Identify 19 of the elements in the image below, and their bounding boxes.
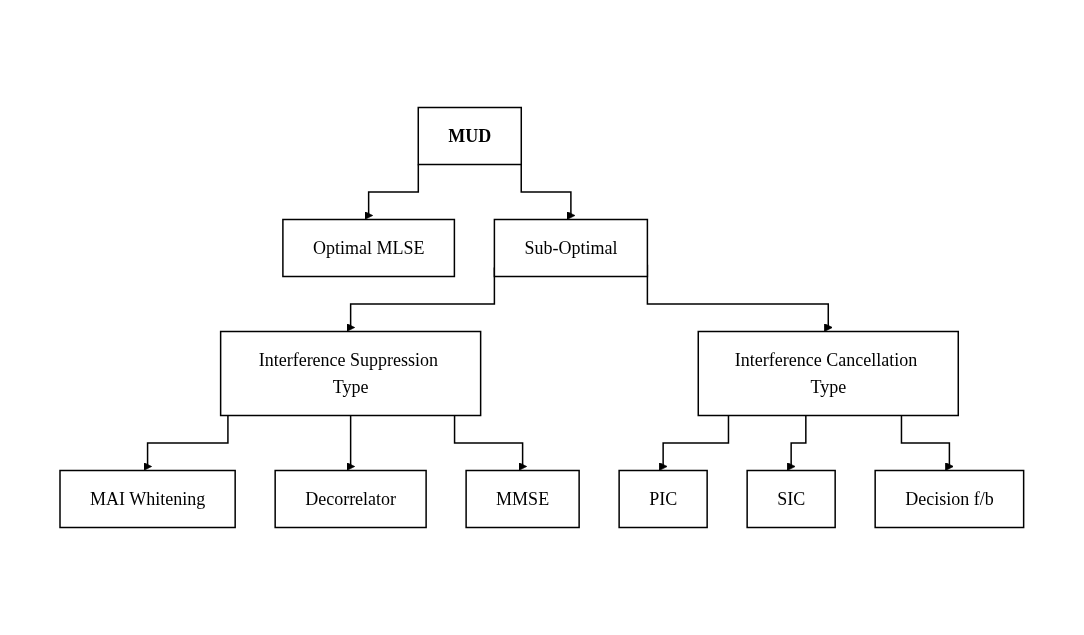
node-box: SIC <box>746 469 837 529</box>
arrow <box>520 163 576 220</box>
node-box: MAI Whitening <box>59 469 237 529</box>
node-box: Decision f/b <box>874 469 1025 529</box>
node-box: MUD <box>417 106 523 166</box>
arrow <box>143 414 229 471</box>
node-box: Interference Cancellation Type <box>697 330 960 417</box>
node-box: Interference Suppression Type <box>220 330 482 417</box>
node-box: Decorrelator <box>274 469 428 529</box>
node-box: MMSE <box>465 469 581 529</box>
node-box: Optimal MLSE <box>282 218 456 278</box>
arrow <box>364 163 420 220</box>
arrow <box>454 414 528 471</box>
arrow <box>658 414 730 471</box>
arrow <box>900 414 954 471</box>
arrow <box>346 414 356 471</box>
arrow <box>786 414 807 471</box>
node-box: PIC <box>618 469 709 529</box>
node-box: Sub-Optimal <box>493 218 649 278</box>
